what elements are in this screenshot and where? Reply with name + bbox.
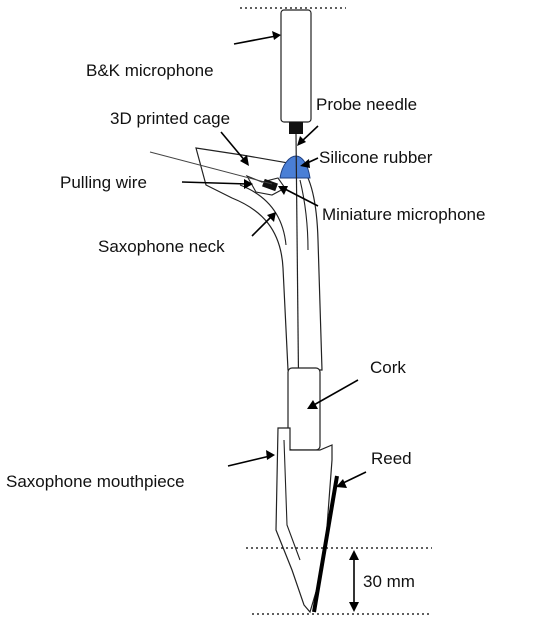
bk-microphone-body	[280, 9, 312, 123]
label-miniature-microphone: Miniature microphone	[322, 205, 485, 224]
label-bk-microphone: B&K microphone	[86, 61, 214, 80]
microphone-connector	[289, 122, 303, 134]
arrow-cork-head	[307, 400, 318, 409]
arrow-probe-needle-head	[297, 136, 306, 146]
arrow-silicone-rubber-head	[300, 159, 310, 168]
label-cork: Cork	[370, 358, 406, 377]
label-silicone-rubber: Silicone rubber	[319, 148, 433, 167]
arrow-saxophone-neck	[251, 215, 273, 237]
mouthpiece-inner-line	[283, 439, 301, 561]
arrow-reed	[340, 471, 367, 485]
label-dimension: 30 mm	[363, 572, 415, 591]
arrow-cork	[311, 379, 359, 407]
arrow-printed-cage	[220, 131, 247, 163]
dimension-arrow-head-top	[349, 550, 359, 560]
arrow-printed-cage-head	[240, 155, 249, 166]
arrow-reed-head	[336, 479, 347, 488]
arrow-bk-microphone-head	[272, 31, 281, 40]
arrow-saxophone-neck-head	[267, 212, 276, 222]
label-printed-cage: 3D printed cage	[110, 109, 230, 128]
arrow-pulling-wire	[181, 181, 249, 185]
arrow-probe-needle	[300, 125, 319, 143]
arrow-saxophone-mouthpiece-head	[266, 450, 275, 460]
label-reed: Reed	[371, 449, 412, 468]
label-saxophone-mouthpiece: Saxophone mouthpiece	[6, 472, 185, 491]
neck-inner-line-2	[299, 179, 309, 251]
reed-shape	[312, 475, 339, 613]
pulling-wire-line	[149, 151, 273, 185]
label-probe-needle: Probe needle	[316, 95, 417, 114]
arrow-miniature-microphone-head	[278, 186, 288, 195]
arrow-pulling-wire-head	[244, 179, 253, 189]
arrow-miniature-microphone	[282, 187, 319, 207]
arrow-saxophone-mouthpiece	[227, 455, 271, 467]
arrow-bk-microphone	[233, 35, 277, 45]
label-saxophone-neck: Saxophone neck	[98, 237, 225, 256]
label-pulling-wire: Pulling wire	[60, 173, 147, 192]
dimension-arrow-head-bottom	[349, 602, 359, 612]
neck-inner-line	[239, 184, 287, 246]
